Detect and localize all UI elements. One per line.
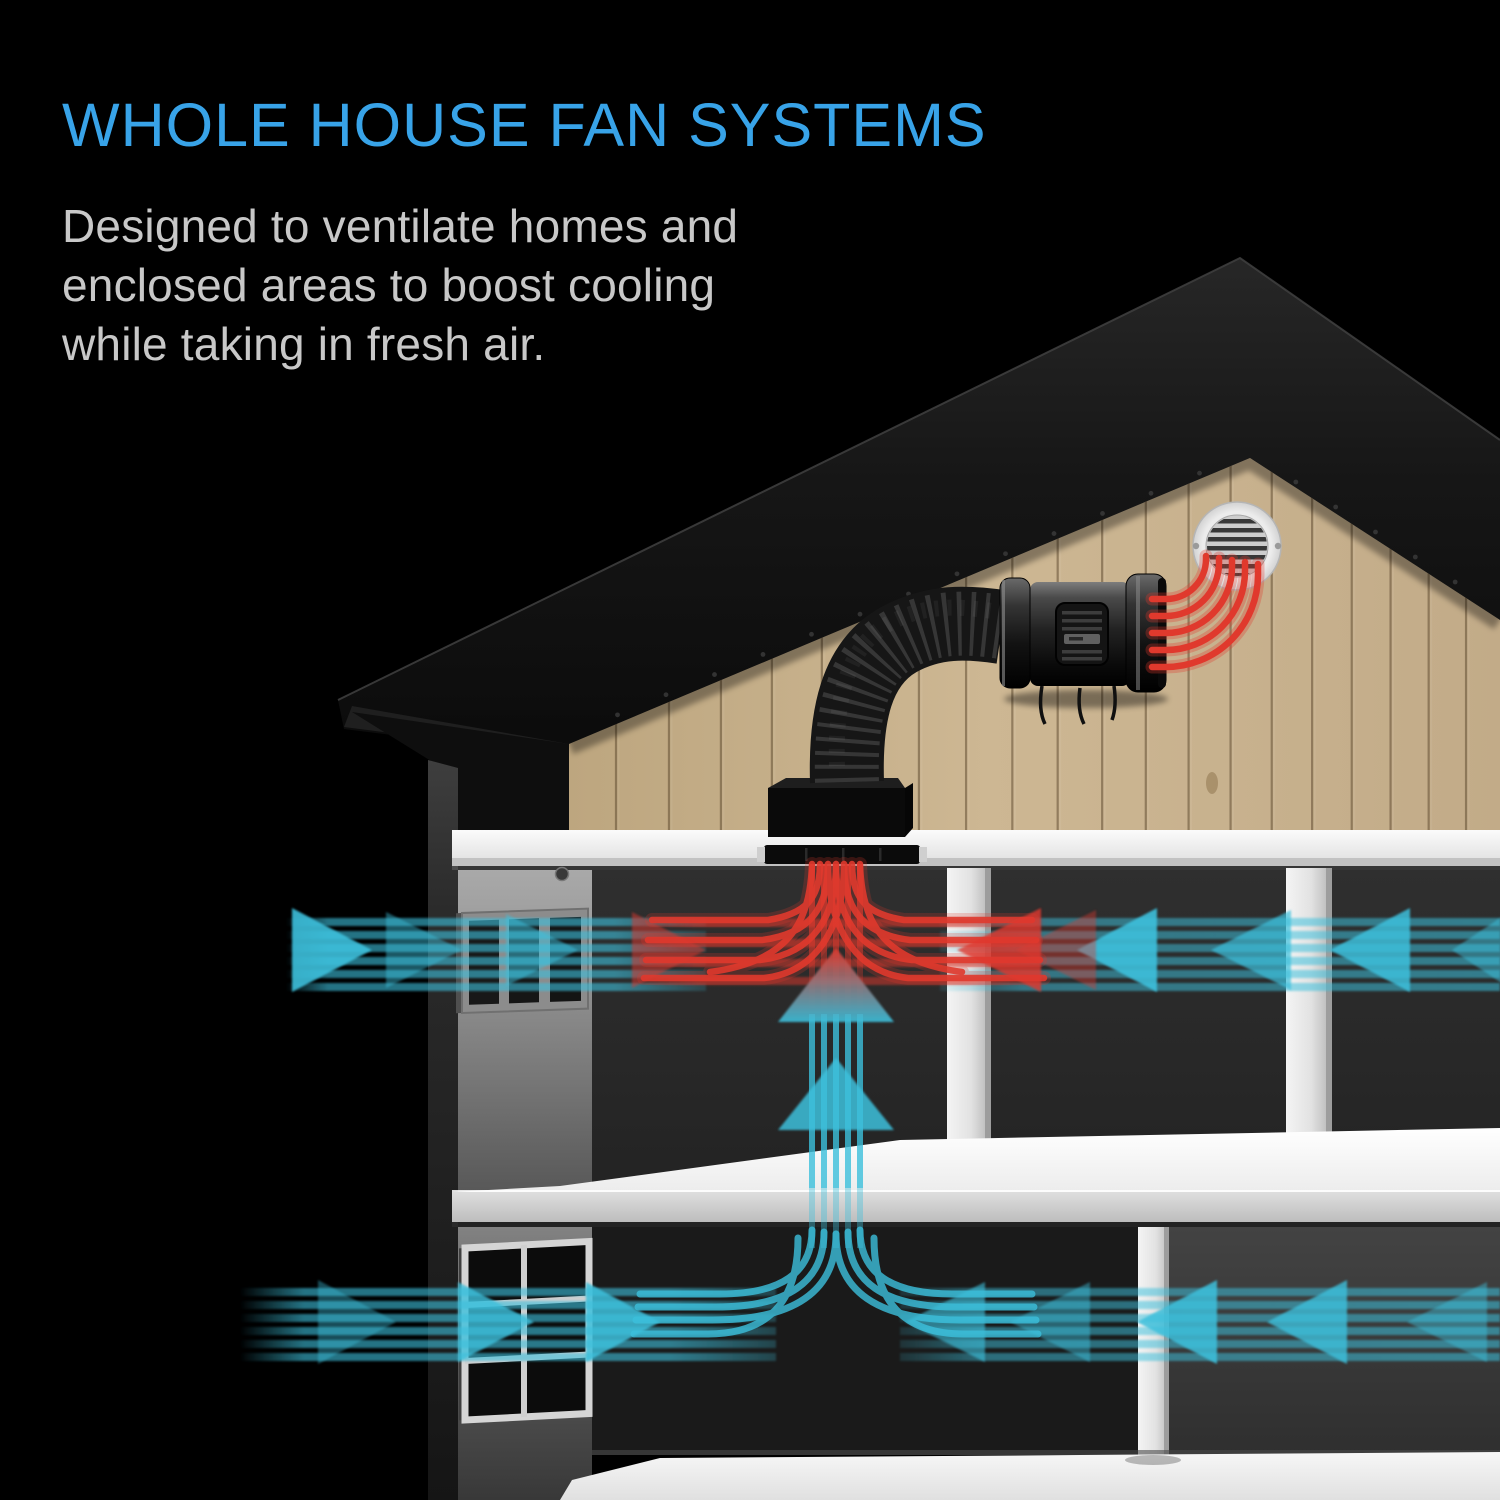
description-line-3: while taking in fresh air. <box>62 317 546 370</box>
vent-screw-left <box>1192 542 1200 550</box>
airflow-hot-exhaust <box>632 549 1265 1022</box>
ground-floor <box>560 1452 1500 1500</box>
ceiling-grille <box>757 845 927 864</box>
wood-knot <box>1206 772 1218 794</box>
flexible-duct <box>809 586 1008 784</box>
description-line-2: enclosed areas to boost cooling <box>62 258 716 311</box>
vent-slats <box>1207 519 1267 576</box>
rafter-dots <box>615 470 1458 718</box>
page-title: WHOLE HOUSE FAN SYSTEMS <box>62 91 987 159</box>
header: WHOLE HOUSE FAN SYSTEMS Designed to vent… <box>62 91 987 374</box>
inline-duct-fan <box>999 573 1168 725</box>
roof-edge-highlight <box>337 256 1500 701</box>
vent-screw-right <box>1274 542 1282 550</box>
fan-wires <box>1038 685 1117 725</box>
middle-floor <box>452 1128 1500 1227</box>
fan-flange-left <box>999 577 1031 689</box>
exterior-wall-left <box>428 760 458 1500</box>
airflow-cool-intake <box>240 908 1500 1364</box>
fan-control-panel <box>1055 602 1109 666</box>
description-line-1: Designed to ventilate homes and <box>62 200 739 253</box>
page-description: Designed to ventilate homes and enclosed… <box>62 197 987 374</box>
attic-floor <box>452 830 1500 870</box>
attic-shadow <box>352 712 569 831</box>
wall-fixture-knob <box>554 866 570 882</box>
